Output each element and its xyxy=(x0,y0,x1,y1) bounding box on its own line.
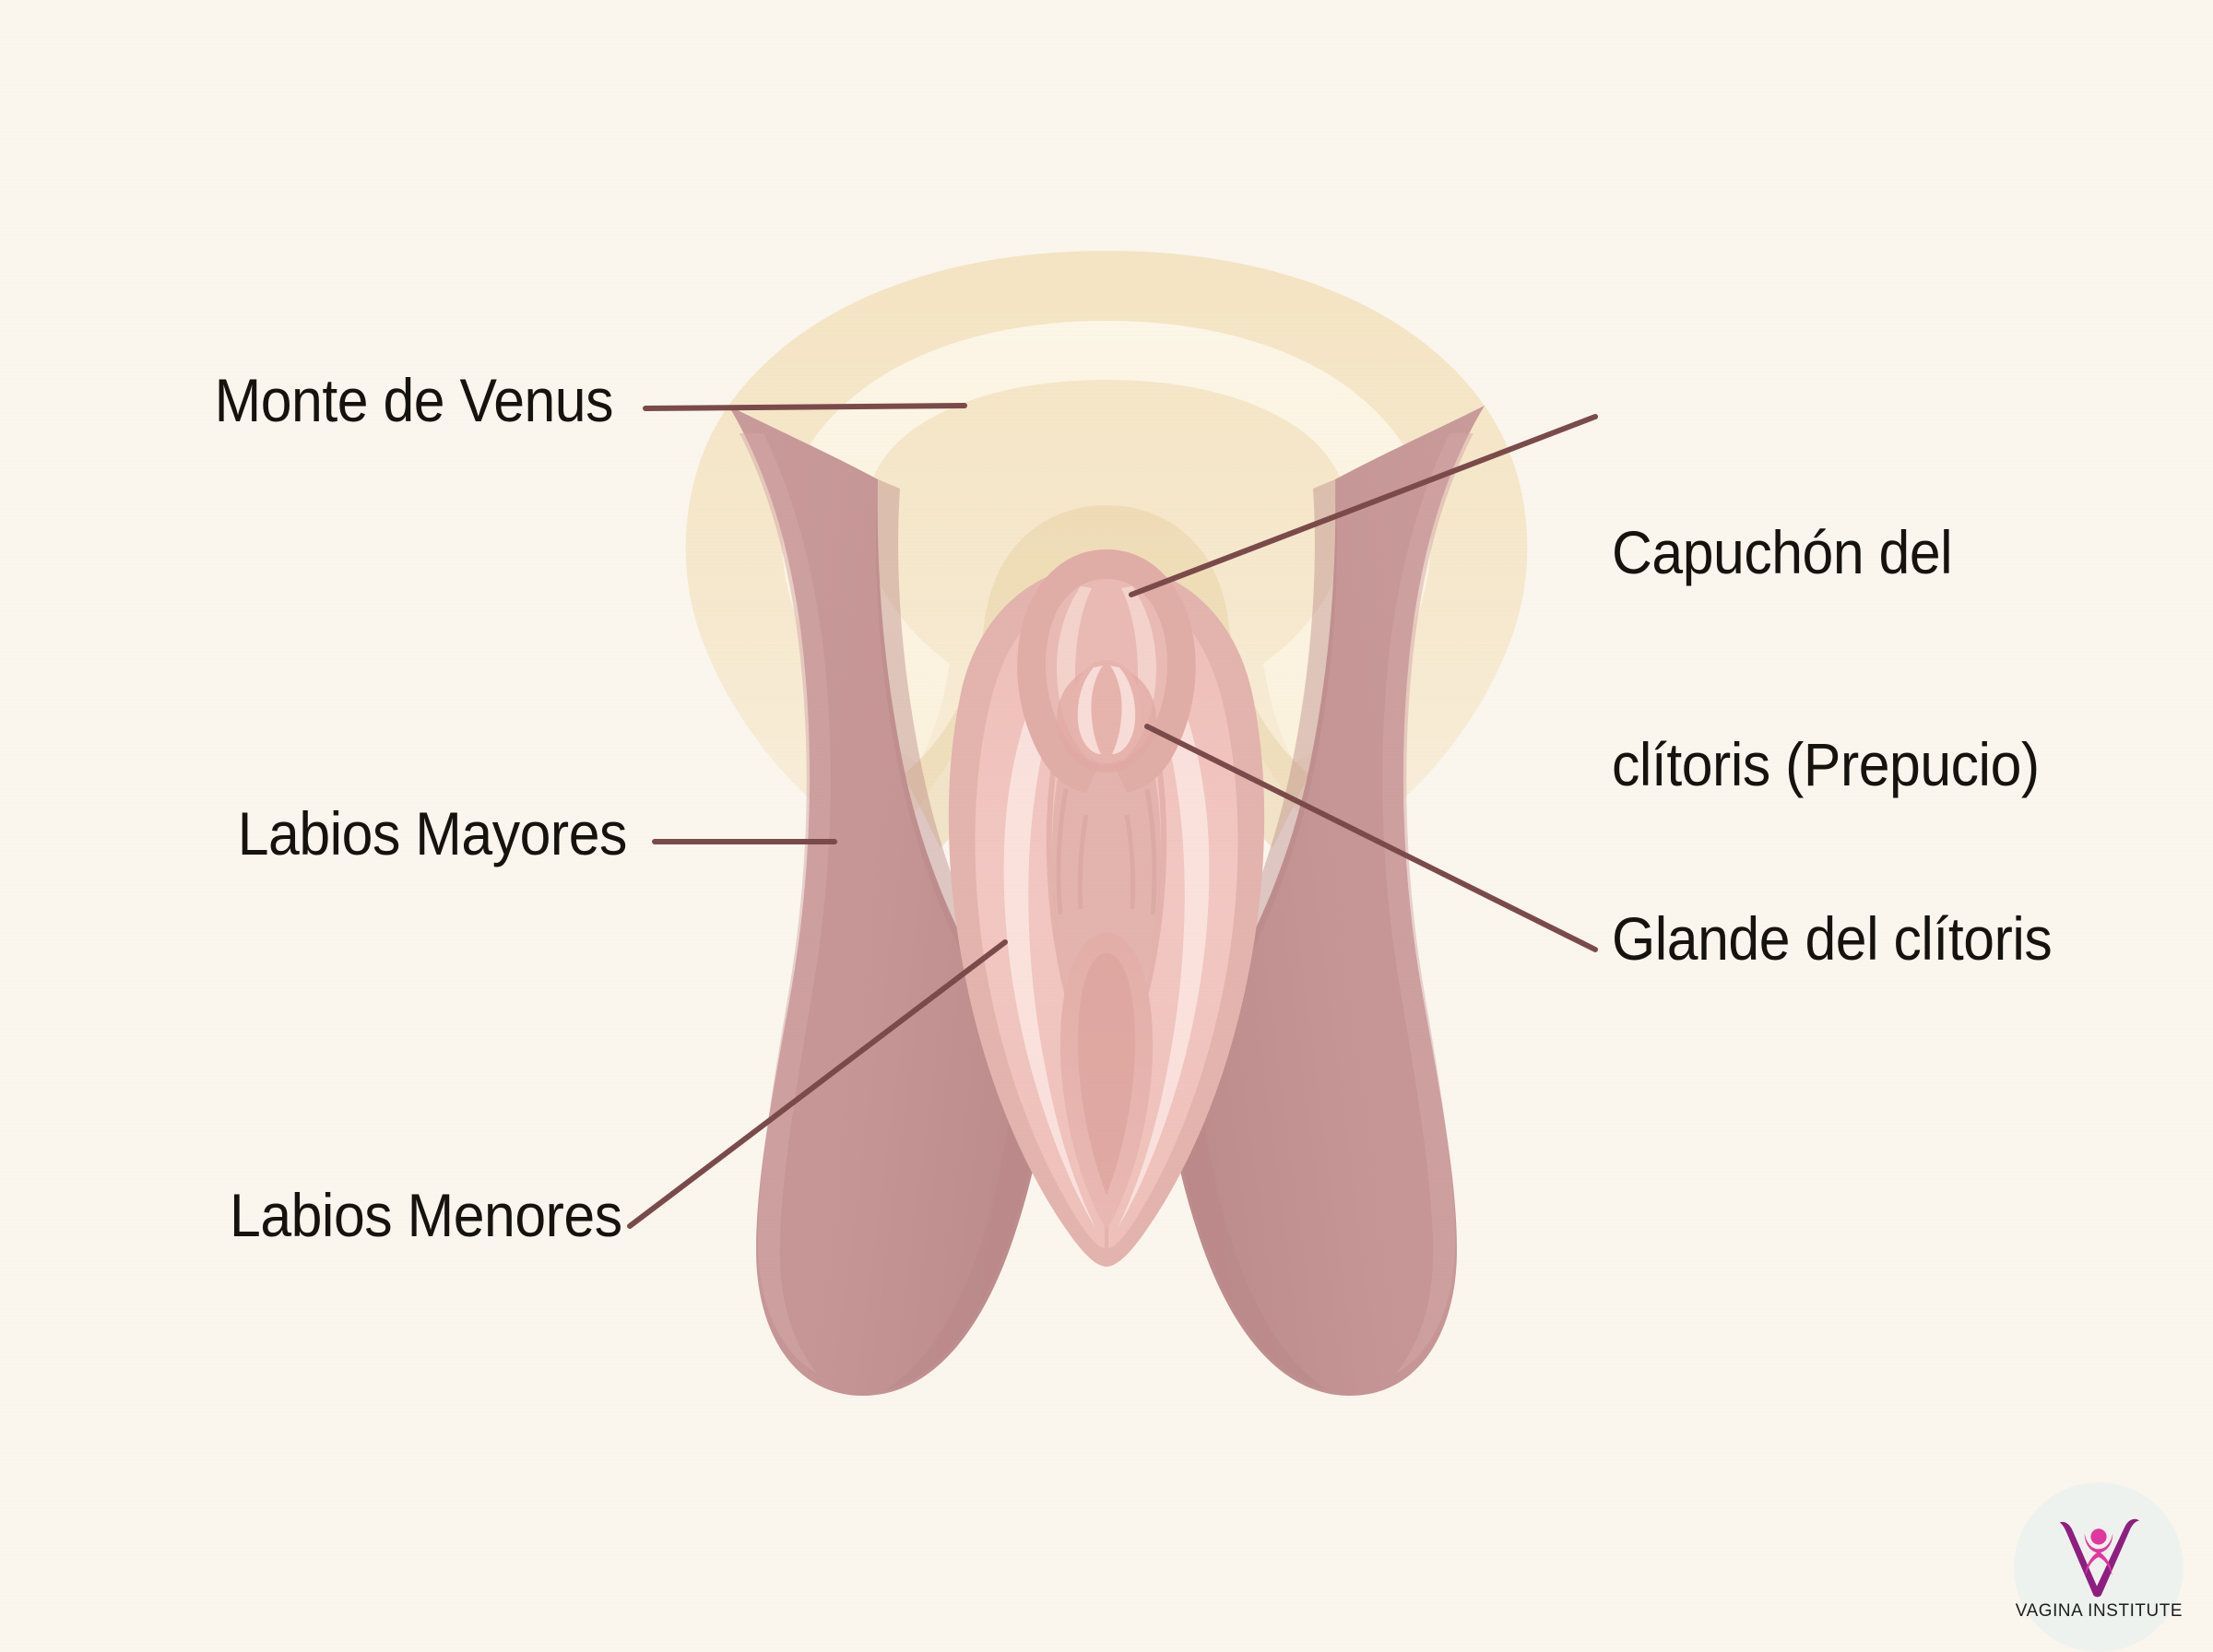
v-figure-icon xyxy=(2059,1518,2140,1597)
clitoral-glans-group xyxy=(1057,660,1156,773)
label-capuchon-del-clitoris: Capuchón del clítoris (Prepucio) xyxy=(1612,376,2040,940)
logo-figure-arms xyxy=(2084,1532,2113,1575)
label-labios-menores: Labios Menores xyxy=(230,1181,622,1249)
label-monte-de-venus: Monte de Venus xyxy=(214,366,614,434)
leader-labios-menores xyxy=(627,939,1008,1229)
leader-capuchon-del-clitoris xyxy=(1129,414,1598,597)
label-labios-mayores: Labios Mayores xyxy=(237,799,628,867)
leader-glande-del-clitoris xyxy=(1144,724,1598,952)
mons-pubis-shadow xyxy=(904,505,1309,848)
clitoral-glans-highlight xyxy=(1077,666,1103,754)
labia-majora-left-rim xyxy=(740,433,831,1374)
labia-minora-left-edge-highlight xyxy=(1003,636,1095,1228)
logo-figure-head xyxy=(2090,1528,2107,1545)
label-capuchon-line-2: clítoris (Prepucio) xyxy=(1612,729,2040,798)
logo-v-stroke xyxy=(2059,1518,2140,1597)
label-glande-del-clitoris: Glande del clítoris xyxy=(1612,904,2053,973)
labia-majora-right-rim xyxy=(1382,433,1473,1374)
hood-detail-strokes xyxy=(1056,788,1157,915)
labia-minora-right-edge-highlight xyxy=(1118,636,1210,1228)
label-capuchon-line-1: Capuchón del xyxy=(1612,518,1953,587)
logo-wordmark: VAGINA INSTITUTE xyxy=(2015,1599,2183,1621)
clitoral-glans-highlight-right xyxy=(1110,666,1136,754)
leader-monte-de-venus xyxy=(643,403,967,411)
vaginal-introitus-shadow xyxy=(1077,953,1136,1195)
vagina-institute-logo[interactable]: VAGINA INSTITUTE xyxy=(2014,1482,2183,1652)
